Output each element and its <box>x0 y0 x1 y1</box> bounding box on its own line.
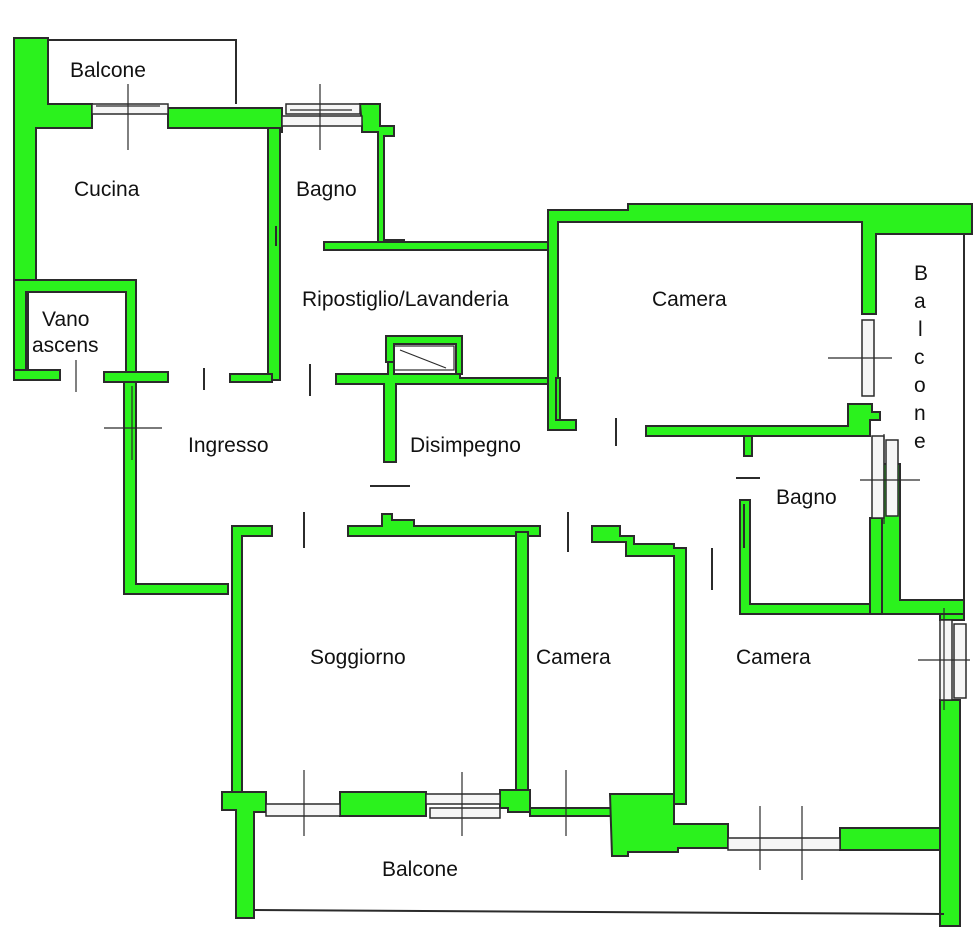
label-soggiorno: Soggiorno <box>310 646 406 669</box>
window-bagno2 <box>871 435 885 519</box>
wall-bottom-camera <box>529 807 613 817</box>
label-balcone-right-letter: e <box>914 430 926 453</box>
wall-cam-mid <box>591 525 687 805</box>
window-soggiorno-c <box>429 807 501 819</box>
window-camera-se-b <box>953 623 967 699</box>
label-vano: Vano <box>42 308 90 331</box>
label-ascens: ascens <box>32 334 99 357</box>
wall-bagno2-bottom <box>739 499 871 615</box>
window-bagno-b <box>281 115 363 127</box>
wall-cucina-top <box>167 107 283 133</box>
label-balcone-top: Balcone <box>70 59 146 82</box>
wall-right-mid <box>939 613 965 621</box>
wall-camera-ne-bottom <box>645 403 881 437</box>
label-balcone-right-letter: a <box>914 290 926 313</box>
label-balcone-right: B a l c o n e <box>914 262 928 453</box>
door-ticks <box>203 226 745 590</box>
label-balcone-right-letter: c <box>914 346 925 369</box>
label-bagno-2: Bagno <box>776 486 837 509</box>
wall-soggiorno-top <box>231 525 273 797</box>
wall-bottom-right <box>839 827 941 851</box>
label-cucina: Cucina <box>74 178 140 201</box>
label-disimpegno: Disimpegno <box>410 434 521 457</box>
walls <box>13 37 973 927</box>
wall-far-right <box>939 699 961 927</box>
label-balcone-right-letter: l <box>918 318 923 341</box>
interior-lines <box>253 234 965 915</box>
wall-bottom-left <box>221 791 267 919</box>
label-ripostiglio: Ripostiglio/Lavanderia <box>302 288 509 311</box>
label-ingresso: Ingresso <box>188 434 269 457</box>
wall-bagno2-right <box>869 517 883 615</box>
wall-cucina-bagno <box>267 127 281 381</box>
window-soggiorno <box>265 803 341 817</box>
wall-sog-cam <box>515 531 529 811</box>
label-bagno-1: Bagno <box>296 178 357 201</box>
label-balcone-right-letter: B <box>914 262 928 285</box>
window-cucina <box>91 103 169 115</box>
wall-rip-top <box>323 241 557 251</box>
label-camera-se: Camera <box>736 646 811 669</box>
wall-camera-ne <box>547 203 973 431</box>
wall-ingresso-left <box>123 379 229 595</box>
wall-corridor-mid <box>347 513 541 537</box>
window-bagno2-b <box>885 439 899 517</box>
window-camera-bottom <box>727 837 841 851</box>
window-bagno <box>285 103 361 115</box>
wall-shaft <box>385 335 463 375</box>
label-balcone-right-letter: o <box>914 374 926 397</box>
wall-bottom-big <box>608 793 729 857</box>
wall-disimp-top <box>555 377 561 421</box>
wall-bagno2-top <box>743 435 753 457</box>
label-camera-ne: Camera <box>652 288 727 311</box>
crosshairs <box>75 84 970 880</box>
wall-under-cucina <box>13 369 273 383</box>
wall-bagno-top <box>358 103 405 249</box>
label-balcone-right-letter: n <box>914 402 926 425</box>
label-balcone-bottom: Balcone <box>382 858 458 881</box>
label-camera-mid: Camera <box>536 646 611 669</box>
room-labels: Balcone Cucina Bagno Vano ascens Riposti… <box>32 59 837 881</box>
window-soggiorno-b <box>425 793 501 805</box>
